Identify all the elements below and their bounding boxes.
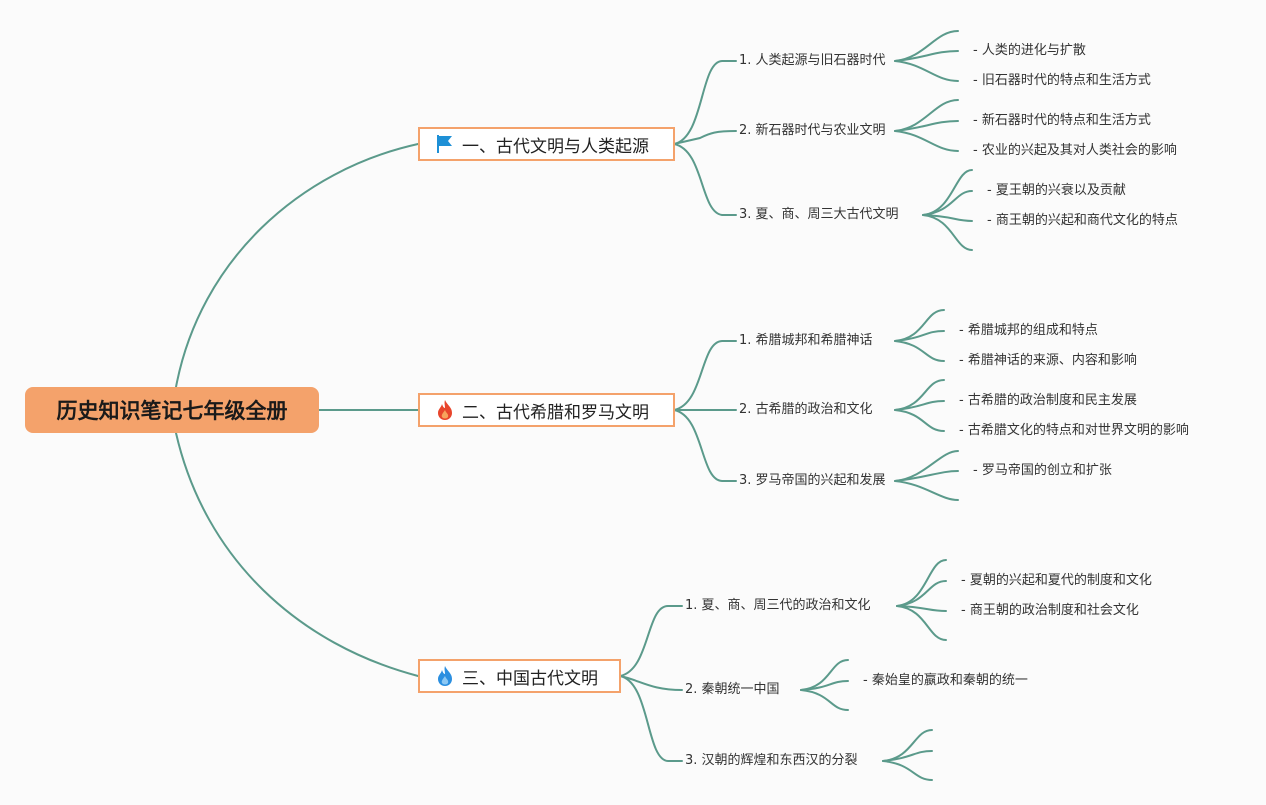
- link-root-b0: [175, 143, 419, 388]
- leaf-topic[interactable]: - 新石器时代的特点和生活方式: [973, 113, 1151, 128]
- link-b1-s0: [673, 340, 737, 411]
- leaf-topic[interactable]: - 夏朝的兴起和夏代的制度和文化: [961, 573, 1152, 588]
- fire-icon: [434, 399, 456, 421]
- link-b0-s0: [673, 60, 737, 145]
- link-b0-s2: [673, 143, 737, 216]
- leaf-topic[interactable]: - 古希腊文化的特点和对世界文明的影响: [959, 423, 1189, 438]
- link-root-b2: [175, 432, 419, 677]
- leaf-topic[interactable]: - 罗马帝国的创立和扩张: [973, 463, 1112, 478]
- branch-label: 三、中国古代文明: [462, 668, 598, 689]
- branch-node-ancient-civilization[interactable]: 一、古代文明与人类起源: [418, 127, 675, 161]
- leaf-topic[interactable]: - 人类的进化与扩散: [973, 43, 1086, 58]
- link-b1-s2: [673, 409, 737, 482]
- branch-label: 一、古代文明与人类起源: [462, 136, 649, 157]
- sub-topic[interactable]: 2. 秦朝统一中国: [685, 682, 780, 697]
- sub-topic[interactable]: 2. 新石器时代与农业文明: [739, 123, 886, 138]
- sub-topic[interactable]: 1. 人类起源与旧石器时代: [739, 53, 886, 68]
- flag-icon: [434, 133, 456, 155]
- leaf-topic[interactable]: - 希腊城邦的组成和特点: [959, 323, 1098, 338]
- sub-topic[interactable]: 3. 夏、商、周三大古代文明: [739, 207, 899, 222]
- link-b0-s1: [673, 130, 737, 145]
- branch-node-ancient-china[interactable]: 三、中国古代文明: [418, 659, 621, 693]
- leaf-topic[interactable]: - 商王朝的政治制度和社会文化: [961, 603, 1139, 618]
- leaf-topic[interactable]: - 旧石器时代的特点和生活方式: [973, 73, 1151, 88]
- branch-label: 二、古代希腊和罗马文明: [462, 402, 649, 423]
- sub-topic[interactable]: 2. 古希腊的政治和文化: [739, 402, 873, 417]
- sub-topic[interactable]: 1. 夏、商、周三代的政治和文化: [685, 598, 871, 613]
- root-node[interactable]: 历史知识笔记七年级全册: [25, 387, 319, 433]
- link-b2-s1: [619, 675, 683, 691]
- leaf-topic[interactable]: - 商王朝的兴起和商代文化的特点: [987, 213, 1178, 228]
- link-b2-s0: [619, 605, 683, 677]
- connector-lines: [175, 30, 973, 781]
- branch-node-greece-rome[interactable]: 二、古代希腊和罗马文明: [418, 393, 675, 427]
- leaf-topic[interactable]: - 希腊神话的来源、内容和影响: [959, 353, 1137, 368]
- leaf-topic[interactable]: - 秦始皇的嬴政和秦朝的统一: [863, 673, 1028, 688]
- sub-topic[interactable]: 3. 罗马帝国的兴起和发展: [739, 473, 886, 488]
- sub-topic[interactable]: 1. 希腊城邦和希腊神话: [739, 333, 873, 348]
- fire-icon: [434, 665, 456, 687]
- link-b2-s2: [619, 675, 683, 762]
- leaf-topic[interactable]: - 夏王朝的兴衰以及贡献: [987, 183, 1126, 198]
- sub-topic[interactable]: 3. 汉朝的辉煌和东西汉的分裂: [685, 753, 858, 768]
- root-label: 历史知识笔记七年级全册: [56, 399, 288, 423]
- leaf-topic[interactable]: - 农业的兴起及其对人类社会的影响: [973, 143, 1177, 158]
- leaf-topic[interactable]: - 古希腊的政治制度和民主发展: [959, 393, 1137, 408]
